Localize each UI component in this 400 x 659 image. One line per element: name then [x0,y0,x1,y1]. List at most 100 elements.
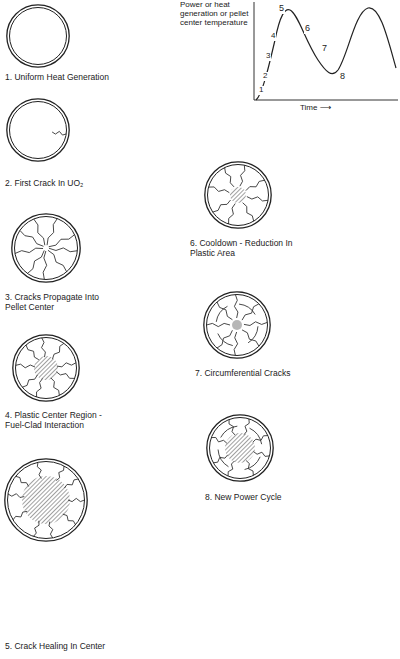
radial-crack [51,378,60,396]
circumferential-crack [218,450,228,467]
power-curve [256,8,396,100]
plastic-region [225,433,255,463]
radial-crack [15,248,43,253]
radial-crack [254,452,270,457]
radial-crack [57,363,76,367]
radial-crack [42,338,46,357]
radial-crack [244,322,267,326]
radial-crack [47,219,57,246]
radial-crack [217,330,232,348]
radial-crack [26,345,39,360]
pellet-section: 3. Cracks Propagate Into Pellet Center [11,213,81,283]
radial-crack [234,332,238,355]
stage-caption: 1. Uniform Heat Generation [5,72,145,82]
radial-crack [211,437,227,443]
stage-caption: 4. Plastic Center Region - Fuel-Clad Int… [5,410,123,430]
pellet-outline [4,458,88,542]
plastic-region [34,356,58,380]
center-spot [232,320,242,330]
cladding-ring [5,459,87,541]
radial-crack [56,466,64,481]
callout-number: 4 [270,32,276,41]
pellet-section: 2. First Crack In UO₂ [6,98,70,162]
pellet-ring [210,418,271,479]
cladding-ring [7,99,69,161]
callout-number: 2 [262,72,268,81]
radial-crack [242,304,259,320]
pellet-outline [206,414,274,482]
radial-crack [37,378,43,397]
pellet-section: 7. Circumferential Cracks [203,291,271,359]
radial-crack [240,165,245,186]
stage-caption: 2. First Crack In UO₂ [5,178,145,188]
radial-crack [217,302,232,320]
radial-crack [22,375,37,387]
cladding-ring [204,292,270,358]
circumferential-crack [221,426,238,437]
radial-crack [56,372,74,379]
pellet-outline [11,213,81,283]
circumferential-crack [239,304,255,314]
pellet-ring [8,462,85,539]
callout-number: 8 [339,72,346,82]
radial-crack [243,203,254,221]
pellet-outline [204,161,272,229]
callout-number: 3 [265,52,271,61]
radial-crack [52,131,66,135]
pellet-ring [15,217,78,280]
cladding-ring [207,415,273,481]
axis-label: Time ⟶ [300,104,331,113]
radial-crack [27,250,44,273]
pellet-outline [203,291,271,359]
stage-caption: 5. Crack Healing In Center [5,641,165,651]
graph-axis [254,100,398,101]
radial-crack [228,461,234,476]
cladding-ring [12,214,80,282]
pellet-outline [12,334,80,402]
pellet-section: 4. Plastic Center Region - Fuel-Clad Int… [12,334,80,402]
stage-caption: 6. Cooldown - Reduction In Plastic Area [190,238,314,258]
pellet-ring [10,8,67,65]
circumferential-crack [248,326,258,342]
circumferential-crack [245,457,261,470]
radial-crack [20,230,44,246]
radial-crack [207,323,231,326]
radial-crack [52,343,63,359]
cladding-ring [7,5,69,67]
radial-crack [37,462,41,478]
radial-crack [13,511,27,519]
circumferential-crack [216,306,227,322]
radial-crack [209,187,230,193]
pellet-ring [207,295,268,356]
callout-number: 5 [278,4,285,14]
circumferential-crack [218,334,233,346]
radial-crack [34,219,45,245]
circumferential-crack [250,428,262,444]
stage-caption: 3. Cracks Propagate Into Pellet Center [5,292,117,312]
cladding-ring [205,162,271,228]
radial-crack [43,251,47,279]
pellet-outline [6,4,70,68]
radial-crack [247,197,268,201]
graph-axis [254,2,255,100]
radial-crack [63,514,76,525]
radial-crack [246,180,265,190]
pellet-ring [16,338,77,399]
radial-crack [49,235,75,247]
radial-crack [16,476,29,486]
radial-crack [229,204,236,224]
plastic-region [22,476,70,524]
pellet-section: 1. Uniform Heat Generation [6,4,70,68]
radial-crack [225,168,234,187]
radial-crack [33,521,39,537]
radial-crack [234,295,238,318]
pellet-ring [208,165,269,226]
radial-crack [48,250,67,272]
radial-crack [68,498,85,501]
stage-caption: 8. New Power Cycle [205,492,345,502]
plastic-region [230,187,246,203]
radial-crack [49,248,77,252]
pellet-section: 5. Crack Healing In Center [4,458,88,542]
